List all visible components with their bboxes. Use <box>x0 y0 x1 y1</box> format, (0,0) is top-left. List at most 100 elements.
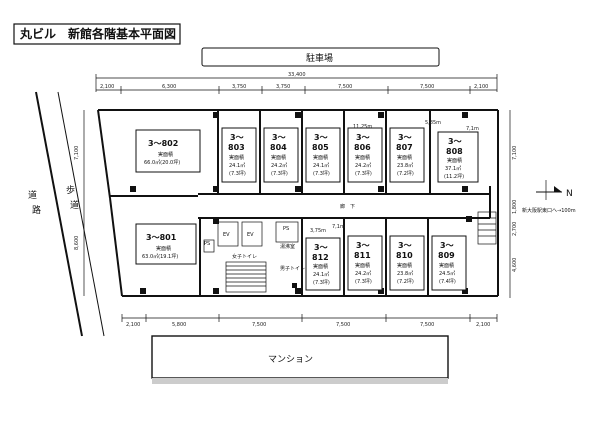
room-801-area: 63.0㎡(19.1坪) <box>142 253 178 260</box>
svg-text:809: 809 <box>438 251 455 260</box>
stair-treads <box>226 265 266 287</box>
svg-text:実面積: 実面積 <box>229 154 244 161</box>
svg-text:3～: 3～ <box>230 133 244 142</box>
svg-text:810: 810 <box>396 251 413 260</box>
dim-bottom-2: 7,500 <box>252 322 266 328</box>
room-805: 3～ 805 実面積 24.1㎡ (7.3坪) <box>305 127 341 183</box>
mansion-box <box>151 335 449 379</box>
svg-text:実面積: 実面積 <box>397 262 412 269</box>
room-808: 3～ 808 実面積 37.1㎡ (11.2坪) <box>437 131 479 183</box>
service-core: EV EV PS 女子トイレ PS 湯沸室 男子トイレ <box>203 221 305 293</box>
svg-text:24.2㎡: 24.2㎡ <box>271 162 287 169</box>
dim-total: 33,400 <box>288 72 306 78</box>
top-row-walls <box>217 110 431 194</box>
svg-text:808: 808 <box>446 147 463 156</box>
svg-text:3～: 3～ <box>398 133 412 142</box>
dim-bottom-5: 2,100 <box>476 322 490 328</box>
room-810: 3～ 810 実面積 23.8㎡ (7.2坪) <box>389 235 425 291</box>
room-811: 3～ 811 実面積 24.2㎡ (7.3坪) <box>347 235 383 291</box>
mansion-shadow <box>152 378 448 384</box>
inner-dim-1: 5,85m <box>425 120 441 126</box>
dim-top-4: 7,500 <box>338 84 352 90</box>
dim-bottom-ticks <box>121 314 498 322</box>
room-802-name: 3～802 <box>148 139 178 148</box>
svg-text:803: 803 <box>228 143 245 152</box>
dim-right-3: 4,600 <box>512 258 518 272</box>
right-stair <box>477 211 497 245</box>
dim-top-1: 6,300 <box>162 84 176 90</box>
bottom-row-walls <box>199 218 429 296</box>
toilet-m-label: 男子トイレ <box>280 265 305 272</box>
inner-dim-4: 7,1m <box>332 224 345 230</box>
svg-text:(7.2坪): (7.2坪) <box>397 278 414 285</box>
svg-text:(7.3坪): (7.3坪) <box>355 278 372 285</box>
svg-text:(11.2坪): (11.2坪) <box>444 173 464 180</box>
dim-bottom-4: 7,500 <box>420 322 434 328</box>
dim-left-0: 7,100 <box>74 146 80 160</box>
svg-text:811: 811 <box>354 251 371 260</box>
svg-text:3～: 3～ <box>448 137 462 146</box>
sidewalk-label-1: 歩 <box>66 184 75 196</box>
dim-top-0: 2,100 <box>100 84 114 90</box>
svg-text:3～: 3～ <box>314 243 328 252</box>
svg-text:実面積: 実面積 <box>313 154 328 161</box>
svg-text:(7.3坪): (7.3坪) <box>271 170 288 177</box>
svg-text:3～: 3～ <box>356 133 370 142</box>
svg-text:807: 807 <box>396 143 413 152</box>
mansion-label: マンション <box>268 355 313 365</box>
svg-text:24.1㎡: 24.1㎡ <box>313 162 329 169</box>
inner-dim-2: 7,1m <box>466 126 479 132</box>
columns <box>130 112 472 294</box>
svg-text:(7.3坪): (7.3坪) <box>229 170 246 177</box>
dim-left-1: 8,600 <box>74 236 80 250</box>
parking-label: 駐車場 <box>306 52 333 64</box>
road-edge-inner <box>57 91 105 337</box>
north-arrow: N <box>536 180 573 200</box>
svg-text:実面積: 実面積 <box>447 157 462 164</box>
ps-1: PS <box>204 241 210 247</box>
room-802-type: 実面積 <box>158 151 173 158</box>
svg-text:24.1㎡: 24.1㎡ <box>313 271 329 278</box>
sidewalk-label-2: 道 <box>70 199 79 211</box>
corridor-label: 廊 下 <box>340 203 355 210</box>
svg-text:23.8㎡: 23.8㎡ <box>397 162 413 169</box>
page-title: 丸ビル 新館各階基本平面図 <box>19 26 176 41</box>
svg-text:3～: 3～ <box>356 241 370 250</box>
kitchen-label: 湯沸室 <box>280 243 295 250</box>
svg-text:(7.3坪): (7.3坪) <box>355 170 372 177</box>
svg-text:24.2㎡: 24.2㎡ <box>355 162 371 169</box>
inner-dim-0: 11,25m <box>353 124 372 130</box>
dim-bottom-1: 5,800 <box>172 322 186 328</box>
ev-1: EV <box>223 232 230 238</box>
svg-text:実面積: 実面積 <box>355 154 370 161</box>
room-804: 3～ 804 実面積 24.2㎡ (7.3坪) <box>263 127 299 183</box>
svg-text:実面積: 実面積 <box>313 263 328 270</box>
building-outline <box>97 109 499 297</box>
svg-text:23.8㎡: 23.8㎡ <box>397 270 413 277</box>
svg-text:(7.3坪): (7.3坪) <box>313 170 330 177</box>
road-label-1: 道 <box>28 189 37 201</box>
station-note: 新大阪駅東口へ→100m <box>522 207 576 214</box>
road-label-2: 路 <box>32 204 41 216</box>
svg-text:実面積: 実面積 <box>355 262 370 269</box>
room-801-type: 実面積 <box>156 245 171 252</box>
svg-text:24.5㎡: 24.5㎡ <box>439 270 455 277</box>
road-edge-outer <box>35 91 83 337</box>
dim-right-1: 1,800 <box>512 200 518 214</box>
room-802 <box>135 129 201 173</box>
svg-text:実面積: 実面積 <box>397 154 412 161</box>
svg-text:804: 804 <box>270 143 287 152</box>
room-801 <box>135 223 197 265</box>
svg-text:24.2㎡: 24.2㎡ <box>355 270 371 277</box>
room-803: 3～ 803 実面積 24.1㎡ (7.3坪) <box>221 127 257 183</box>
svg-text:実面積: 実面積 <box>439 262 454 269</box>
svg-text:812: 812 <box>312 253 329 262</box>
dim-top-3: 3,750 <box>276 84 290 90</box>
room-802-area: 66.0㎡(20.0坪) <box>144 159 180 166</box>
room-801-name: 3～801 <box>146 233 177 242</box>
svg-text:3～: 3～ <box>398 241 412 250</box>
svg-text:3～: 3～ <box>440 241 454 250</box>
svg-text:(7.2坪): (7.2坪) <box>397 170 414 177</box>
parking-box <box>201 47 440 67</box>
toilet-f-label: 女子トイレ <box>232 253 257 260</box>
